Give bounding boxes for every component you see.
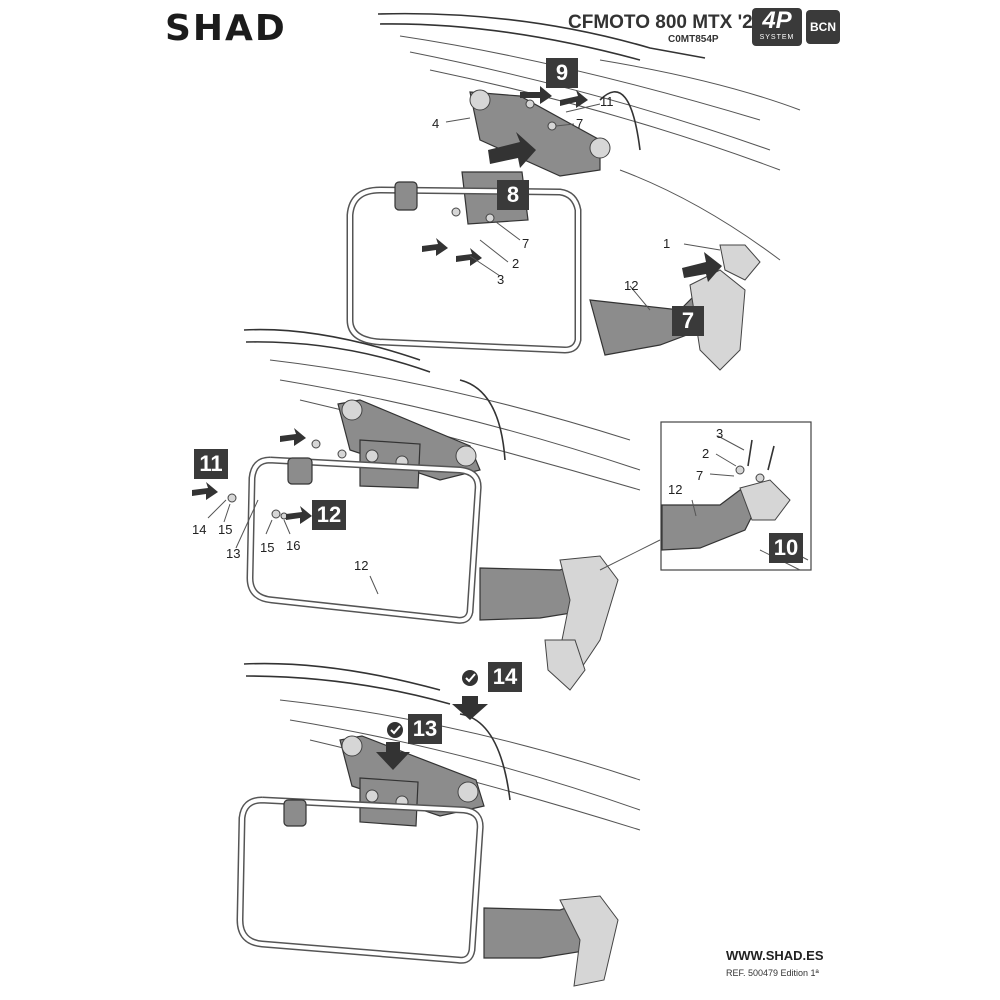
step-13-label: 13 xyxy=(408,714,442,744)
4p-system-badge: 4P SYSTEM xyxy=(752,8,802,46)
part-label-12: 12 xyxy=(354,558,369,573)
panel-middle-drawing xyxy=(192,328,661,691)
part-label-7: 7 xyxy=(696,468,704,483)
step-11-label: 11 xyxy=(194,449,228,479)
part-label-4: 4 xyxy=(432,116,440,131)
step-8-label: 8 xyxy=(497,180,529,210)
part-label-3: 3 xyxy=(716,426,724,441)
step-9-label: 9 xyxy=(546,58,578,88)
part-label-7: 7 xyxy=(522,236,530,251)
part-label-11: 11 xyxy=(600,94,614,109)
part-label-2: 2 xyxy=(512,256,520,271)
bcn-badge: BCN xyxy=(806,10,840,44)
part-label-12: 12 xyxy=(624,278,639,293)
part-label-2: 2 xyxy=(702,446,710,461)
panel-bottom-drawing xyxy=(236,662,641,987)
checkmark-icon xyxy=(462,670,478,686)
part-label-12: 12 xyxy=(668,482,683,497)
part-label-14: 14 xyxy=(192,522,207,537)
step-12-label: 12 xyxy=(312,500,346,530)
part-label-7: 7 xyxy=(576,116,584,131)
step-10-label: 10 xyxy=(769,533,803,563)
website-url: WWW.SHAD.ES xyxy=(726,948,824,963)
product-code: C0MT854P xyxy=(668,34,719,45)
part-label-16: 16 xyxy=(286,538,301,553)
4p-badge-label: 4P xyxy=(762,7,792,34)
step-14-label: 14 xyxy=(488,662,522,692)
checkmark-icon xyxy=(387,722,403,738)
part-label-15: 15 xyxy=(218,522,233,537)
document-reference: REF. 500479 Edition 1ª xyxy=(726,968,819,978)
part-label-3: 3 xyxy=(497,272,505,287)
part-label-13: 13 xyxy=(226,546,241,561)
panel-top-drawing xyxy=(346,12,801,371)
model-title: CFMOTO 800 MTX '25 xyxy=(568,12,764,33)
part-label-1: 1 xyxy=(663,236,671,251)
part-label-15: 15 xyxy=(260,540,275,555)
4p-badge-sub: SYSTEM xyxy=(759,34,795,41)
step-7-label: 7 xyxy=(672,306,704,336)
brand-logo: SHAD xyxy=(165,8,287,49)
